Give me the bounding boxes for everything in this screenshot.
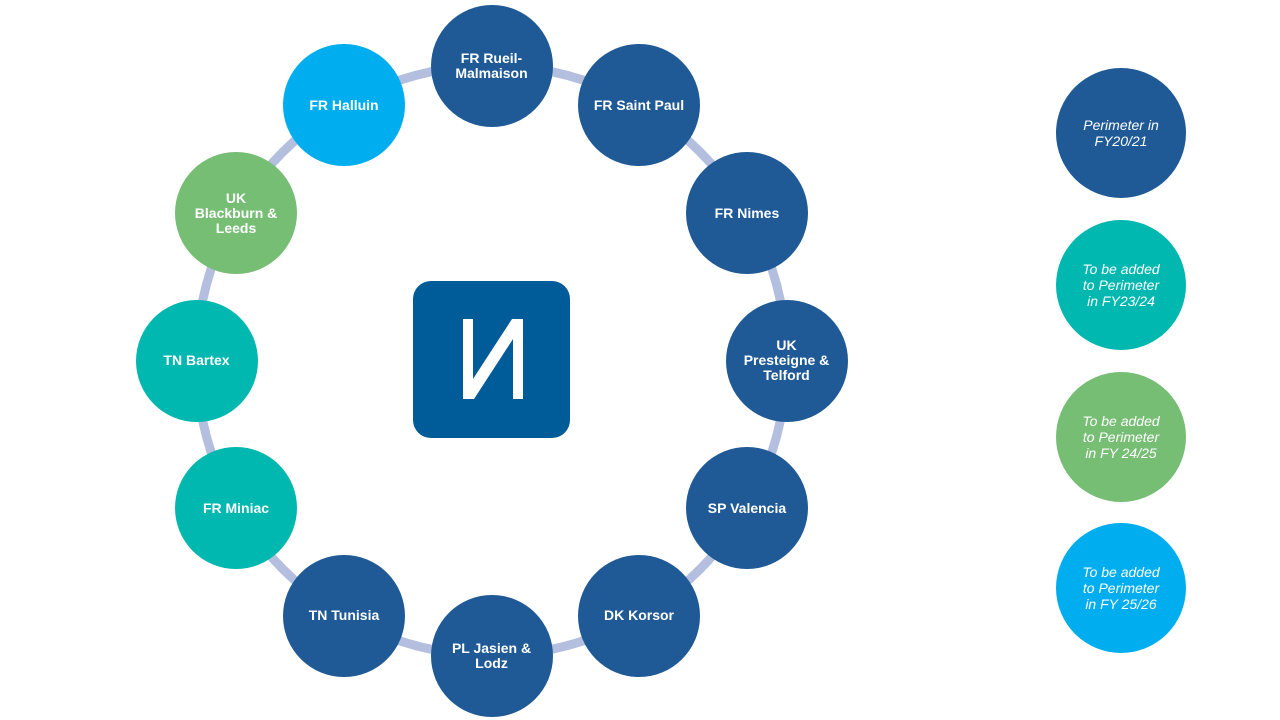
site-node: SP Valencia — [685, 447, 808, 569]
legend-added-fy25-26: To be added to Perimeter in FY 25/26 — [1056, 523, 1186, 653]
site-node: DK Korsor — [578, 554, 700, 677]
site-node: UK Presteigne & Telford — [725, 299, 848, 422]
legend-added-fy23-24: To be added to Perimeter in FY23/24 — [1056, 220, 1186, 350]
site-node: FR Rueil- Malmaison — [430, 4, 553, 127]
company-logo-icon — [463, 319, 523, 399]
site-node: PL Jasien & Lodz — [430, 594, 553, 717]
site-node: FR Miniac — [175, 447, 298, 569]
site-node: TN Bartex — [135, 299, 258, 422]
site-node: FR Saint Paul — [578, 44, 700, 167]
site-node: FR Nimes — [685, 152, 808, 274]
legend-perimeter-fy20-21: Perimeter in FY20/21 — [1056, 68, 1186, 198]
site-node: FR Halluin — [283, 44, 405, 167]
company-logo — [413, 281, 570, 438]
legend-added-fy24-25: To be added to Perimeter in FY 24/25 — [1056, 372, 1186, 502]
site-node: TN Tunisia — [283, 554, 405, 677]
site-node: UK Blackburn & Leeds — [175, 152, 298, 274]
